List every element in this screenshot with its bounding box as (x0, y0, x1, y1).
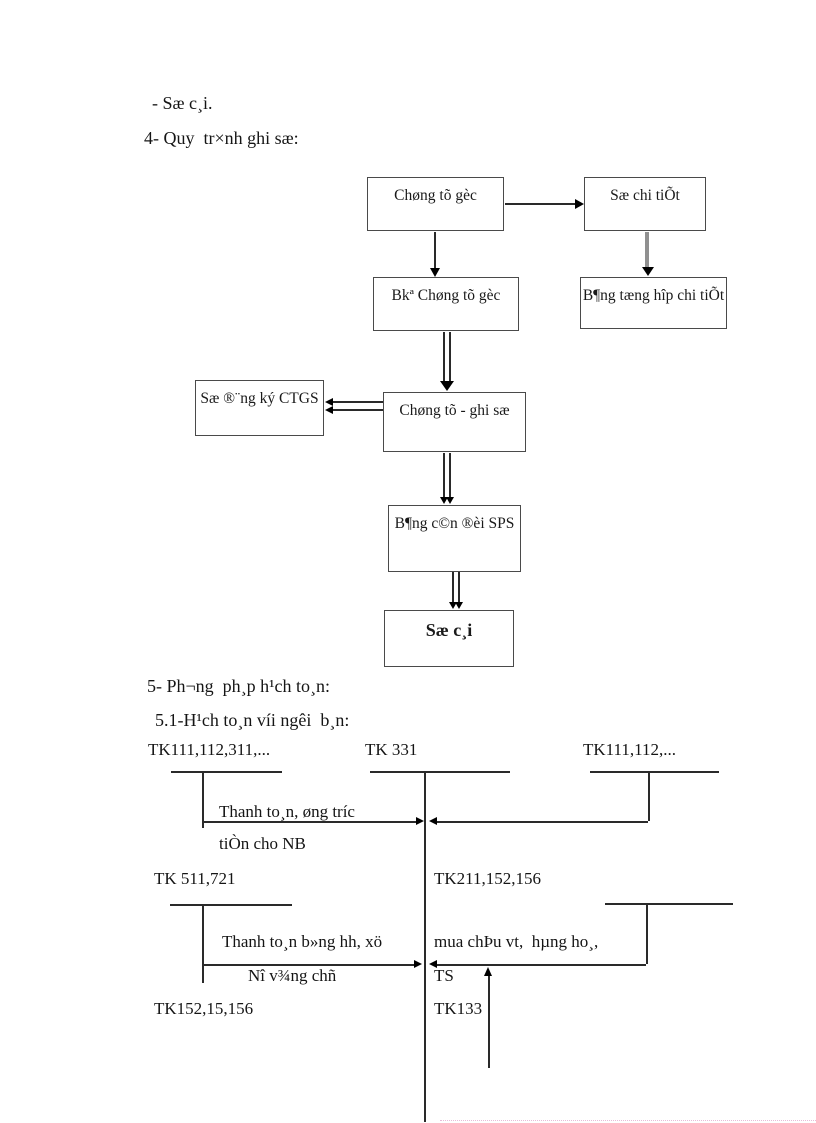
flow-box-so-cai: Sæ c¸i (384, 610, 514, 667)
flow-box-bang-can-doi-sps: B¶ng c©n ®èi SPS (388, 505, 521, 572)
tk-label-center-row2: TK211,152,156 (434, 869, 542, 888)
flow2-right-label-line1: mua chÞu vt, hµng ho¸, (434, 932, 599, 951)
flow2-left-label-line1: Thanh to¸n b»ng hh, xö (222, 932, 383, 951)
flow1-label-line2: tiÒn cho NB (219, 834, 306, 853)
flow2-left-arrow-head (414, 960, 422, 968)
arrow-ctgs-to-candoi-head-b (446, 497, 454, 504)
flow1-right-arrow-shaft (437, 821, 648, 823)
taccount-right1-stem (648, 772, 650, 821)
arrow-candoi-to-socai-head-b (455, 602, 463, 609)
arrow-chitiet-to-tonghop-shaft (645, 232, 649, 268)
flow1-left-arrow-shaft (202, 821, 417, 823)
flow1-right-arrow-head (429, 817, 437, 825)
page-bottom-dotted-line (440, 1120, 816, 1121)
arrow-goc-to-chitiet-shaft (505, 203, 576, 205)
arrow-candoi-to-socai-head-a (449, 602, 457, 609)
arrow-ctgs-to-candoi-shaft-a (443, 453, 445, 498)
taccount-right2-topline (605, 903, 733, 905)
tk-label-left-row3: TK152,15,156 (154, 999, 254, 1018)
taccount-right1-topline (590, 771, 719, 773)
tk133-up-arrow-head (484, 967, 492, 976)
taccount-left2-stem (202, 905, 204, 983)
tk133-up-arrow-shaft (488, 976, 490, 1068)
arrow-candoi-to-socai-shaft-a (452, 572, 454, 603)
tk-label-left-row2: TK 511,721 (154, 869, 236, 888)
arrow-chitiet-to-tonghop-head (642, 267, 654, 276)
taccount-center-stem (424, 772, 426, 1122)
flow2-left-label-line2: Nî v¾ng chñ (248, 966, 337, 985)
taccount-right2-stem (646, 904, 648, 964)
flow1-label-line1: Thanh to¸n, øng tríc (219, 802, 355, 821)
arrow-bangke-to-ctgs-shaft-b (449, 332, 451, 382)
flow-box-bang-ke-chung-tu-goc: Bkª Chøng tõ gèc (373, 277, 519, 331)
taccount-left1-stem (202, 772, 204, 828)
tk-label-right-row1: TK111,112,... (583, 740, 677, 759)
section4-heading: 4- Quy tr×nh ghi sæ: (144, 128, 299, 148)
flow1-left-arrow-head (416, 817, 424, 825)
arrow-ctgs-to-candoi-head-a (440, 497, 448, 504)
arrow-ctgs-to-dangky-head-a (325, 398, 333, 406)
tk-label-left-row1: TK111,112,311,... (148, 740, 271, 759)
arrow-goc-to-chitiet-head (575, 199, 584, 209)
tk-label-center: TK 331 (365, 740, 418, 759)
arrow-ctgs-to-dangky-head-b (325, 406, 333, 414)
flow-box-so-dang-ky-ctgs: Sæ ®¨ng ký CTGS (195, 380, 324, 436)
taccount-center-topline (370, 771, 510, 773)
arrow-candoi-to-socai-shaft-b (458, 572, 460, 603)
flow2-left-arrow-shaft (202, 964, 415, 966)
taccount-left2-topline (170, 904, 292, 906)
arrow-goc-to-bangke-head (430, 268, 440, 277)
flow2-right-arrow-head (429, 960, 437, 968)
flow-box-chung-tu-ghi-so: Chøng tõ - ghi sæ (383, 392, 526, 452)
arrow-ctgs-to-dangky-shaft-b (333, 409, 383, 411)
flow-box-bang-tong-hop-chi-tiet: B¶ng tæng hîp chi tiÕt (580, 277, 727, 329)
flow-box-chung-tu-goc: Chøng tõ gèc (367, 177, 504, 231)
arrow-ctgs-to-candoi-shaft-b (449, 453, 451, 498)
intro-line-so-cai: - Sæ c¸i. (152, 93, 213, 113)
arrow-bangke-to-ctgs-head (440, 381, 454, 391)
section5-1-subheading: 5.1-H¹ch to¸n víi ngêi b¸n: (155, 710, 350, 730)
flow2-right-label-line2: TS (434, 966, 454, 985)
taccount-left1-topline (171, 771, 282, 773)
arrow-bangke-to-ctgs-shaft-a (443, 332, 445, 382)
section5-heading: 5- Ph¬ng ph¸p h¹ch to¸n: (147, 676, 331, 696)
arrow-goc-to-bangke-shaft (434, 232, 436, 269)
flow-box-so-chi-tiet: Sæ chi tiÕt (584, 177, 706, 231)
arrow-ctgs-to-dangky-shaft-a (333, 401, 383, 403)
flow2-right-arrow-shaft (437, 964, 646, 966)
tk-label-center-row3: TK133 (434, 999, 483, 1018)
